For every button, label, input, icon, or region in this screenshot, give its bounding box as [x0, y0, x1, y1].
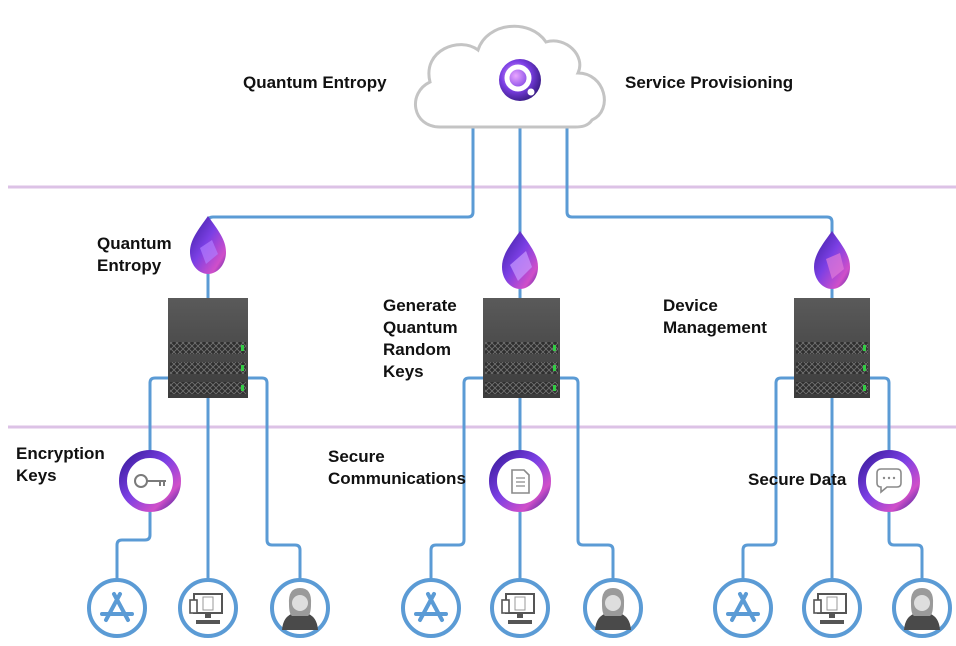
quantum-logo-icon	[499, 59, 541, 101]
entropy-droplet-icon	[190, 216, 226, 274]
user-avatar-icon	[270, 578, 330, 638]
server-rack	[483, 298, 560, 398]
service-label-secure-data: Secure Data	[748, 470, 847, 489]
app-store-icon	[713, 578, 773, 638]
user-avatar-icon	[892, 578, 952, 638]
document-icon	[489, 450, 551, 512]
app-store-icon	[87, 578, 147, 638]
desktop-computer-icon	[490, 578, 550, 638]
entropy-droplet-icon	[814, 231, 850, 289]
desktop-computer-icon	[178, 578, 238, 638]
cloud-left-label: Quantum Entropy	[243, 73, 387, 92]
desktop-computer-icon	[802, 578, 862, 638]
user-avatar-icon	[583, 578, 643, 638]
cloud-right-label: Service Provisioning	[625, 73, 794, 92]
key-icon	[119, 450, 181, 512]
server-endpoint-connectors	[115, 376, 924, 582]
app-store-icon	[401, 578, 461, 638]
entropy-droplet-icon	[502, 231, 538, 289]
server-rack	[168, 298, 248, 398]
chat-bubble-icon	[858, 450, 920, 512]
server-rack	[794, 298, 870, 398]
